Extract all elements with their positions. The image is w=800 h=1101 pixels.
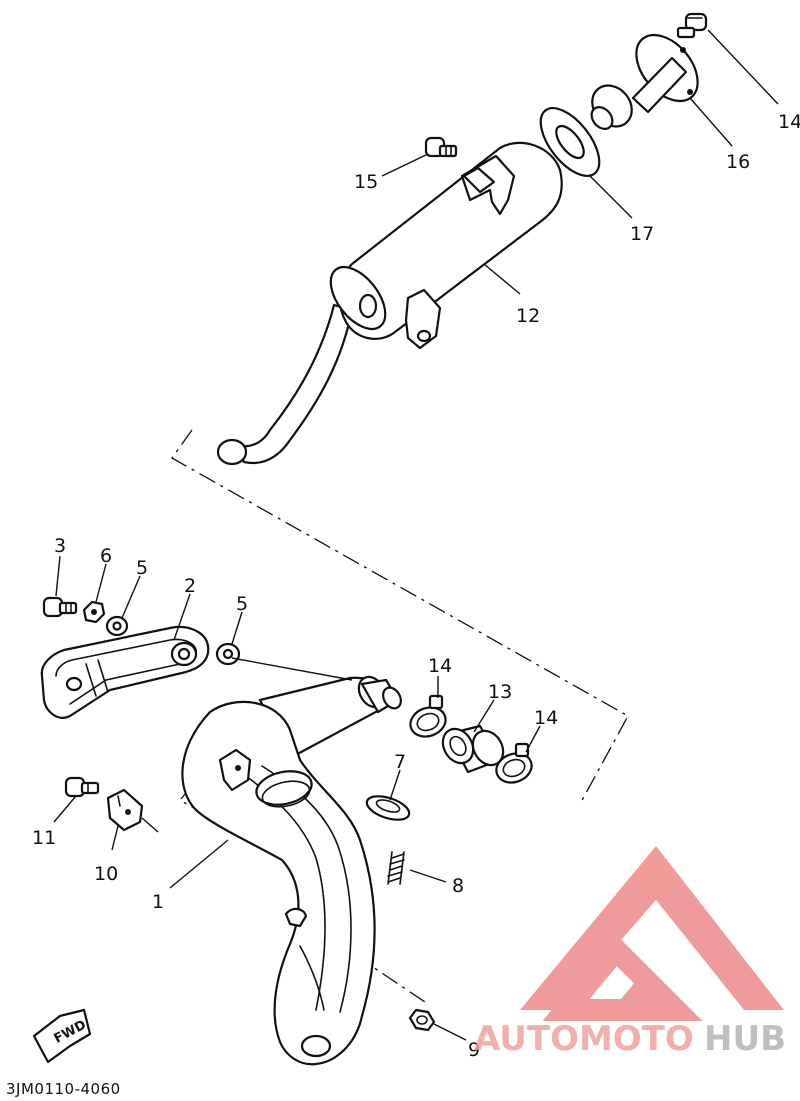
callout-16: 16	[726, 151, 750, 173]
callout-12: 12	[516, 305, 540, 327]
callout-11: 11	[32, 827, 56, 849]
part-6-nut	[82, 600, 106, 624]
watermark: AUTOMOTO HUB	[474, 846, 786, 1059]
part-1-exhaust-pipe	[181, 675, 402, 1066]
part-10-damper	[106, 788, 144, 832]
watermark-text-primary: AUTOMOTO	[474, 1019, 694, 1059]
part-15-bolt	[424, 136, 458, 158]
forward-arrow-icon: FWD	[32, 1008, 92, 1064]
part-5-washer-b	[215, 642, 241, 666]
callout-4: 14	[778, 111, 800, 133]
part-11-bolt	[64, 776, 100, 798]
watermark-logo-icon	[520, 846, 784, 1021]
callout-17: 17	[630, 223, 654, 245]
callout-1: 1	[152, 891, 164, 913]
part-5-washer-a	[105, 615, 129, 637]
callout-9: 9	[468, 1039, 480, 1061]
callout-2: 2	[184, 575, 196, 597]
part-14-clamp-b	[495, 742, 533, 784]
part-13-joint	[441, 724, 505, 774]
callout-10: 10	[94, 863, 118, 885]
part-3-bolt	[42, 596, 78, 618]
callout-14b: 14	[534, 707, 558, 729]
part-8-spring	[387, 851, 405, 885]
callout-14a: 14	[428, 655, 452, 677]
part-14-clamp-a	[409, 694, 447, 738]
part-17-gasket	[539, 107, 601, 177]
callout-8: 8	[452, 875, 464, 897]
part-2-bracket	[40, 625, 210, 719]
part-16-tail-pipe	[590, 33, 699, 130]
callout-5a: 5	[136, 557, 148, 579]
part-9-nut	[408, 1008, 436, 1032]
callout-15: 15	[354, 171, 378, 193]
callout-3: 3	[54, 535, 66, 557]
leader-lines	[53, 29, 779, 1041]
watermark-text-secondary: HUB	[704, 1019, 786, 1059]
part-4-bolt	[676, 12, 708, 39]
drawing-code: 3JM0110-4060	[6, 1080, 121, 1098]
part-7-o-ring	[365, 795, 411, 821]
part-12-muffler	[216, 141, 563, 466]
callout-6: 6	[100, 545, 112, 567]
callout-7: 7	[394, 751, 406, 773]
callout-13: 13	[488, 681, 512, 703]
callout-labels: 14 16 17 12 15 3 6 5 2 5 14 13 14 7 8 9 …	[32, 111, 800, 1061]
callout-5b: 5	[236, 593, 248, 615]
